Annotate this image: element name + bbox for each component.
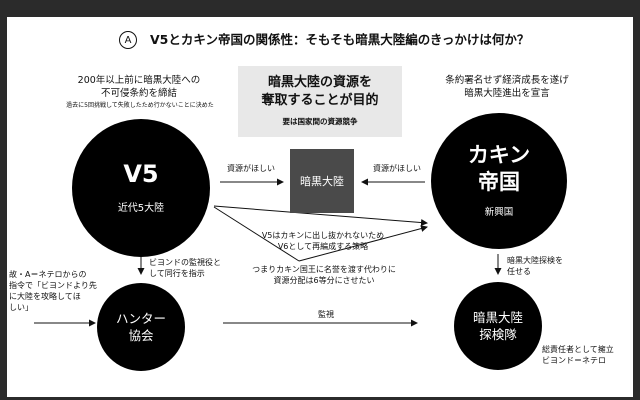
arrow-v5-to-expedition [213, 206, 300, 262]
kakin-circle: カキン 帝国 新興国 [431, 113, 567, 249]
kakin-sub: 新興国 [484, 207, 514, 218]
expedition-arrow-note-line-1: 暗黒大陸探検を [507, 256, 563, 265]
banner-line-1: 暗黒大陸の資源を [267, 75, 372, 90]
middle-note-line-4: 資源分配は6等分にさせたい [273, 276, 375, 285]
expedition-bottom-note-line-2: ビヨンド＝ネテロ [542, 356, 606, 365]
arrow-v5-to-kakin-lower [298, 225, 428, 262]
left-note-line-4: しい」 [9, 303, 33, 312]
arrow-v5-to-kakin [213, 205, 428, 227]
v5-name: V5 [123, 160, 159, 188]
surveillance-label: 監視 [318, 310, 334, 319]
diagram-slide: A V5とカキン帝国の関係性：そもそも暗黒大陸編のきっかけは何か？ 暗黒大陸の資… [7, 17, 633, 397]
banner-sub: 要は国家間の資源競争 [282, 117, 358, 126]
kakin-note-line-1: 条約署名せず経済成長を遂げ [445, 75, 569, 86]
v5-sub: 近代5大陸 [117, 203, 165, 214]
hunter-name-line-2: 協会 [128, 328, 154, 343]
hunter-name-line-1: ハンター [115, 311, 166, 326]
goal-banner: 暗黒大陸の資源を 奪取することが目的 要は国家間の資源競争 [238, 66, 402, 137]
right-arrow-label: 資源がほしい [373, 164, 421, 173]
expedition-name-line-2: 探検隊 [479, 327, 517, 342]
connector-arrows [34, 178, 502, 327]
kakin-name-line-2: 帝国 [478, 170, 520, 194]
hunter-arrow-note-line-2: して同行を指示 [149, 269, 205, 278]
dark-continent-label: 暗黒大陸 [300, 175, 344, 188]
kakin-note-line-2: 暗黒大陸進出を宣言 [464, 88, 550, 99]
v5-note-line-1: 200年以上前に暗黒大陸への [77, 75, 201, 86]
v5-note-line-2: 不可侵条約を締結 [100, 88, 177, 99]
dark-continent-box: 暗黒大陸 [290, 149, 354, 213]
section-badge: A [119, 31, 137, 49]
hunter-arrow-note-line-1: ビヨンドの監視役と [149, 258, 221, 267]
page-title: V5とカキン帝国の関係性：そもそも暗黒大陸編のきっかけは何か？ [150, 32, 530, 47]
middle-note-line-3: つまりカキン国王に名誉を渡す代わりに [252, 265, 396, 274]
banner-line-2: 奪取することが目的 [261, 93, 379, 108]
middle-note-line-2: V6として再編成する策略 [277, 242, 369, 251]
left-note-line-2: 指令で「ビヨンドより先 [9, 281, 97, 290]
expedition-name-line-1: 暗黒大陸 [472, 310, 523, 325]
middle-note-line-1: V5はカキンに出し抜かれないため [261, 231, 385, 240]
kakin-name-line-1: カキン [467, 143, 531, 167]
expedition-bottom-note-line-1: 総責任者として擁立 [542, 345, 614, 354]
hunter-association-circle: ハンター 協会 [97, 283, 185, 371]
v5-note-small: 過去に5回挑戦して失敗したため行かないことに決めた [66, 102, 214, 109]
expedition-team-circle: 暗黒大陸 探検隊 [454, 282, 542, 370]
left-note-line-3: に大陸を攻略してほ [9, 292, 81, 301]
expedition-arrow-note-line-2: 任せる [507, 267, 531, 276]
left-arrow-label: 資源がほしい [227, 164, 275, 173]
v5-circle: V5 近代5大陸 [72, 119, 210, 257]
left-note-line-1: 故・A＝ネテロからの [9, 270, 87, 279]
